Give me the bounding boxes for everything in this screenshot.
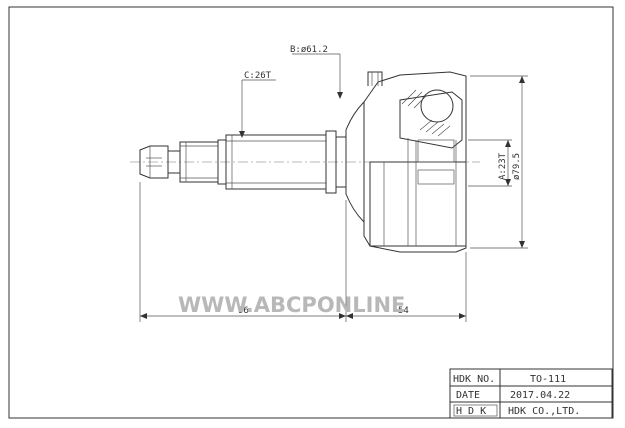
len-body-label: 54 xyxy=(398,306,409,316)
dim-c-label: C:26T xyxy=(244,71,272,81)
cv-joint-drawing xyxy=(130,71,480,253)
title-block: HDK NO. TO-111 DATE 2017.04.22 H D K HDK… xyxy=(449,368,613,419)
joint-ball xyxy=(420,89,454,123)
len-shaft-label: 96 xyxy=(238,306,249,316)
inner-race xyxy=(399,91,463,149)
tb-label-hdk-logo: H D K xyxy=(456,406,486,417)
drawing-border xyxy=(8,6,614,419)
dim-b-label: B:ø61.2 xyxy=(290,45,328,55)
tb-value-company: HDK CO.,LTD. xyxy=(508,406,580,417)
dimensions: B:ø61.2 C:26T A:23T ø79.5 96 54 xyxy=(139,45,528,322)
tb-label-hdk-no: HDK NO. xyxy=(453,374,495,385)
tb-value-part-no: TO-111 xyxy=(530,374,566,385)
dim-d-label: ø79.5 xyxy=(512,153,522,180)
section-hatching xyxy=(401,89,451,137)
outer-bell xyxy=(363,71,467,253)
watermark: WWW.ABCPONLINE xyxy=(178,293,405,317)
tb-label-date: DATE xyxy=(456,390,480,401)
tb-value-date: 2017.04.22 xyxy=(510,390,570,401)
boot-stub xyxy=(367,71,383,86)
dim-a-label: A:23T xyxy=(498,152,508,180)
